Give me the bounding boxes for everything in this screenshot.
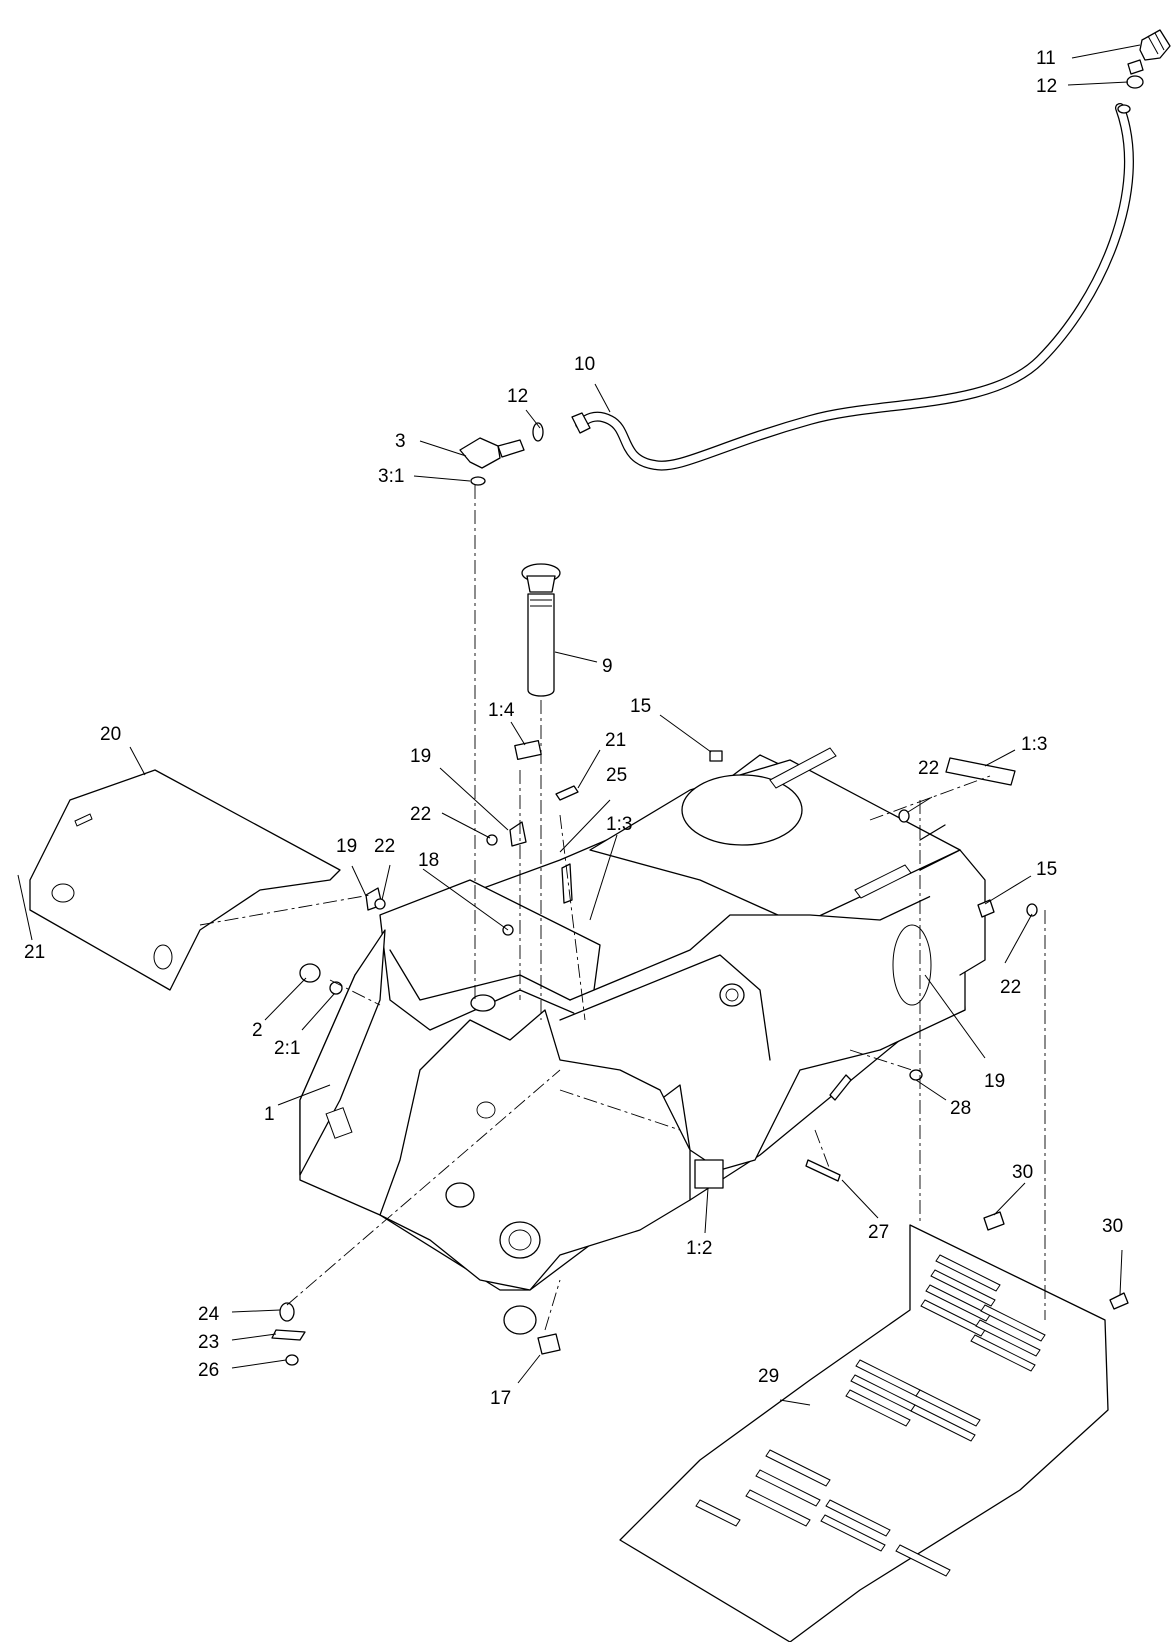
callout-21-left: 21 — [24, 942, 45, 963]
callout-23: 23 — [198, 1332, 219, 1353]
callout-15-right: 15 — [1036, 859, 1057, 880]
callout-20: 20 — [100, 724, 121, 745]
filler-tube-part-9 — [521, 563, 561, 697]
callout-1-2: 1:2 — [686, 1238, 712, 1259]
callout-19-right: 19 — [984, 1071, 1005, 1092]
callout-17: 17 — [490, 1388, 511, 1409]
callout-22-right: 22 — [918, 758, 939, 779]
callout-11: 11 — [1036, 48, 1056, 69]
callout-27: 27 — [868, 1222, 889, 1243]
callout-30-right: 30 — [1102, 1216, 1123, 1237]
callout-1-3-right: 1:3 — [1021, 734, 1047, 755]
callout-22-left: 22 — [374, 836, 395, 857]
elbow-fitting-part-3 — [459, 422, 544, 486]
callout-18: 18 — [418, 850, 439, 871]
callout-labels: 11 12 10 12 3 3:1 9 1:4 15 1:3 20 19 21 … — [24, 48, 1123, 1409]
hose-part-10 — [571, 103, 1134, 471]
callout-1-3-center: 1:3 — [606, 814, 632, 835]
callout-19-left: 19 — [336, 836, 357, 857]
callout-25: 25 — [606, 765, 627, 786]
callout-10: 10 — [574, 354, 595, 375]
callout-26: 26 — [198, 1360, 219, 1381]
leader-lines — [17, 44, 1141, 1406]
callout-1: 1 — [264, 1104, 275, 1125]
callout-12-top: 12 — [1036, 76, 1057, 97]
callout-29: 29 — [758, 1366, 779, 1387]
callout-1-4: 1:4 — [488, 700, 515, 721]
skid-plate-part-29 — [619, 1224, 1109, 1642]
callout-3-1: 3:1 — [378, 466, 404, 487]
clamp-part-12-top — [1117, 75, 1144, 114]
cap-part-11 — [1127, 29, 1171, 75]
callout-2: 2 — [252, 1020, 263, 1041]
callout-3: 3 — [395, 431, 406, 452]
hardware-parts — [271, 740, 1129, 1366]
callout-30-center: 30 — [1012, 1162, 1033, 1183]
callout-9: 9 — [602, 656, 613, 677]
callout-28: 28 — [950, 1098, 971, 1119]
callout-22-center: 22 — [410, 804, 431, 825]
callout-22-far-right: 22 — [1000, 977, 1021, 998]
cover-part-20 — [29, 769, 341, 991]
main-frame-part-1 — [299, 747, 986, 1335]
callout-21-center: 21 — [605, 730, 626, 751]
callout-15-top: 15 — [630, 696, 651, 717]
callout-19-center: 19 — [410, 746, 431, 767]
callout-12: 12 — [507, 386, 528, 407]
callout-2-1: 2:1 — [274, 1038, 300, 1059]
plate-slots — [695, 1254, 1046, 1577]
callout-24: 24 — [198, 1304, 220, 1325]
